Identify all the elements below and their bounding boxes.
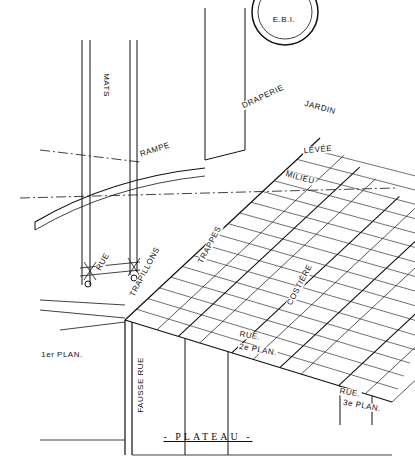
plank-line [301, 234, 415, 374]
part-label: RUE [94, 251, 111, 273]
plank-line [240, 213, 415, 272]
draperie [205, 8, 245, 160]
part-label: FAUSSE RUE [137, 356, 145, 414]
plank-line [263, 192, 415, 247]
plank-line [228, 224, 415, 286]
part-label: MATS [102, 72, 110, 98]
part-label: TRAPPES [196, 224, 223, 266]
part-label: RAMPE [138, 141, 172, 159]
part-label: RUE. [238, 330, 262, 342]
stamp [252, 0, 318, 45]
plank-line [136, 309, 398, 389]
plank-line [205, 245, 415, 311]
plank-line [200, 179, 376, 343]
plank-line [392, 284, 415, 402]
caption: - PLATEAU - [163, 431, 252, 442]
plank-line [194, 256, 415, 324]
mats [82, 40, 137, 285]
part-label: 1er PLAN. [40, 351, 83, 359]
stamp-text: E.B.I. [272, 16, 297, 24]
part-label: MILIEU [284, 170, 317, 186]
plank-line [157, 155, 344, 329]
plank-line [365, 269, 415, 394]
plank-line [274, 181, 415, 233]
plank-line [159, 288, 410, 363]
milieu-line [20, 188, 395, 198]
plank-line [339, 255, 415, 386]
part-label: DRAPERIE [240, 83, 286, 110]
part-label: RUE. [338, 387, 362, 399]
plank-line [217, 234, 415, 298]
part-label: 3e PLAN. [341, 399, 382, 414]
plank-line [148, 299, 404, 376]
rampe [35, 168, 205, 222]
part-label: JARDIN [303, 100, 338, 116]
plank-line [309, 149, 415, 195]
